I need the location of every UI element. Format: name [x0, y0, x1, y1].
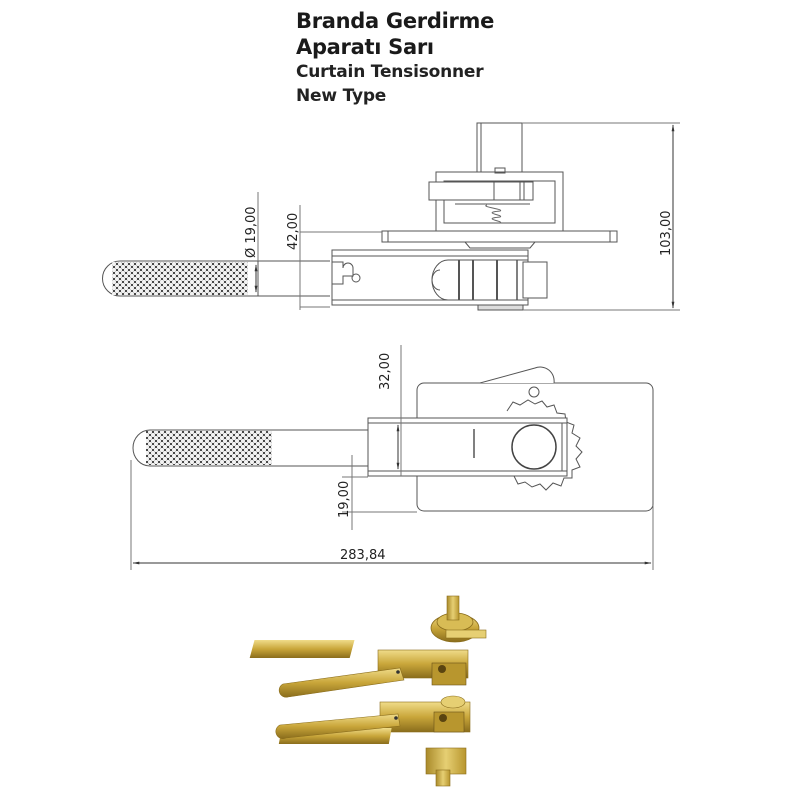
- tensioner-unit-lower: [275, 695, 471, 787]
- product-photo: [249, 595, 487, 787]
- dimension-total-height: 103,00: [659, 211, 674, 257]
- title-turkish-line2: Aparatı Sarı: [296, 35, 434, 59]
- top-view: [130, 345, 654, 570]
- title-english-line1: Curtain Tensisonner: [296, 62, 484, 82]
- knurled-grip-top: [146, 431, 272, 465]
- title-english-line2: New Type: [296, 86, 387, 106]
- side-view: [102, 122, 680, 311]
- knurled-grip: [112, 262, 248, 295]
- dimension-body-width: 32,00: [378, 353, 393, 390]
- tensioner-unit-upper: [249, 595, 487, 698]
- dimension-handle-diameter: Ø 19,00: [244, 206, 259, 258]
- dimension-offset: 19,00: [337, 481, 352, 518]
- dimension-total-length: 283,84: [340, 548, 386, 563]
- title-turkish-line1: Branda Gerdirme: [296, 9, 495, 33]
- title-block: Branda Gerdirme Aparatı Sarı Curtain Ten…: [296, 8, 494, 108]
- dimension-body-height: 42,00: [286, 213, 301, 250]
